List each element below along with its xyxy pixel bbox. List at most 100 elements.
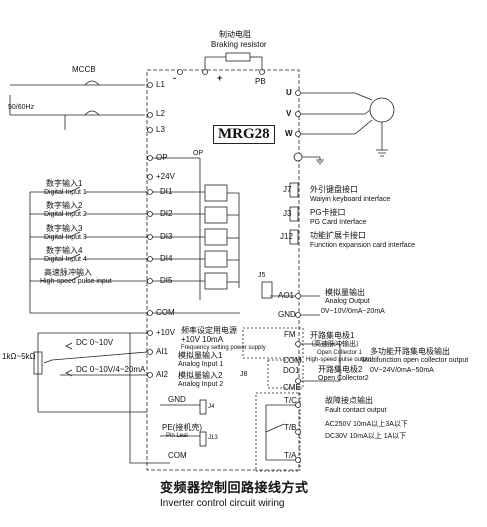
di3-en: Digital Input 3 xyxy=(44,234,87,241)
pe-cn: PE(接机壳) xyxy=(162,423,202,432)
dc-plus: + xyxy=(217,73,223,83)
mccb-switch-1 xyxy=(84,80,100,86)
terminal-ao1: AO1 xyxy=(278,291,295,300)
oc1-en: Open Collector 1 xyxy=(317,350,363,356)
freq-ps-en: Frequency setting power supply xyxy=(181,345,266,351)
terminal-v: V xyxy=(286,109,292,118)
terminal-24v: +24V xyxy=(156,172,175,181)
j12-label: J12 xyxy=(280,232,293,241)
mf-out-cn: 多功能开路集电极输出 xyxy=(370,347,450,356)
terminal-di1: DI1 xyxy=(160,187,173,196)
j13-label: J13 xyxy=(208,435,218,441)
ai1-cn: 模拟量输入1 xyxy=(178,351,223,360)
di4-cn: 数字输入4 xyxy=(46,246,83,255)
brake-label-cn: 制动电阻 xyxy=(219,30,251,39)
terminal-com: COM xyxy=(156,308,175,317)
op-jumper-label: OP xyxy=(193,150,204,157)
di1-en: Digital Input 1 xyxy=(44,189,87,196)
keyboard-if-en: Waiyin keyboard interface xyxy=(310,196,391,203)
terminal-l3: L3 xyxy=(156,125,165,134)
j7-label: J7 xyxy=(283,185,292,194)
terminal-ai1: AI1 xyxy=(156,347,169,356)
keyboard-if-cn: 外引键盘接口 xyxy=(310,185,358,194)
di1-cn: 数字输入1 xyxy=(46,179,83,188)
expansion-if-en: Function expansion card interface xyxy=(310,242,416,249)
terminal-do1: DO1 xyxy=(283,366,300,375)
fault-l1: AC250V 10mA以上3A以下 xyxy=(325,421,408,428)
terminal-di3: DI3 xyxy=(160,232,173,241)
terminal-10v: +10V xyxy=(156,328,175,337)
terminal-di4: DI4 xyxy=(160,254,173,263)
j5-label: J5 xyxy=(258,272,266,279)
terminal-di2: DI2 xyxy=(160,209,173,218)
potentiometer-symbol xyxy=(33,351,43,375)
di2-en: Digital Input 2 xyxy=(44,211,87,218)
terminal-w: W xyxy=(285,129,293,138)
terminal-op: OP xyxy=(156,153,168,162)
gnd-bottom: GND xyxy=(168,395,186,404)
analog-out-range: 0V~10V/0mA~20mA xyxy=(321,308,385,315)
terminal-gnd-ao: GND xyxy=(278,310,296,319)
fault-en: Fault contact output xyxy=(325,407,387,414)
j8-label: J8 xyxy=(240,371,248,378)
caption-en: Inverter control circuit wiring xyxy=(160,498,285,509)
ai1-en: Analog Input 1 xyxy=(178,361,224,368)
caption-cn: 变频器控制回路接线方式 xyxy=(160,480,309,495)
inverter-box xyxy=(146,69,300,471)
expansion-if-cn: 功能扩展卡接口 xyxy=(310,231,366,240)
terminal-di5: DI5 xyxy=(160,276,173,285)
pg-if-en: PG Card Interface xyxy=(310,219,367,226)
oc1-cn: 开路集电极1 xyxy=(310,331,355,340)
fault-cn: 故障接点输出 xyxy=(325,396,373,405)
oc1-en2: High-speed pulse output xyxy=(306,357,372,363)
pe-en: Pin Leal xyxy=(166,433,188,439)
mf-out-en: Multifunction open collector output xyxy=(362,357,469,364)
optocouplers xyxy=(153,184,240,290)
terminal-com-oc: COM xyxy=(283,356,302,365)
terminal-tb: T/B xyxy=(284,423,297,432)
dc2-label: DC 0~10V/4~20mA xyxy=(76,365,146,374)
freq-ps-cn: 频率设定用电源 xyxy=(181,326,237,335)
terminal-cme: CME xyxy=(283,383,301,392)
terminal-ta: T/A xyxy=(284,451,297,460)
ai2-cn: 模拟量输入2 xyxy=(178,371,223,380)
freq-label: 50/60Hz xyxy=(8,104,35,111)
di4-en: Digital Input 4 xyxy=(44,256,87,263)
di3-cn: 数字输入3 xyxy=(46,224,83,233)
mf-out-range: 0V~24V/0mA~50mA xyxy=(370,367,434,374)
terminal-l1: L1 xyxy=(156,80,165,89)
terminal-tc: T/C xyxy=(284,396,297,405)
brake-resistor-symbol xyxy=(225,52,251,62)
terminal-ai2: AI2 xyxy=(156,370,169,379)
dc-pb: PB xyxy=(255,77,266,86)
com-bottom: COM xyxy=(168,451,187,460)
oc2-cn: 开路集电极2 xyxy=(318,365,363,374)
pg-if-cn: PG卡接口 xyxy=(310,208,346,217)
model-label: MRG28 xyxy=(213,125,275,144)
hs-input-en: High-speed pulse input xyxy=(40,278,112,285)
mccb-label: MCCB xyxy=(72,65,96,74)
j4-label: J4 xyxy=(208,404,215,410)
dc-minus: - xyxy=(173,73,176,83)
analog-out-cn: 模拟量输出 xyxy=(325,288,365,297)
brake-label-en: Braking resistor xyxy=(211,40,267,49)
j3-label: J3 xyxy=(283,209,292,218)
dc1-label: DC 0~10V xyxy=(76,338,114,347)
terminal-fm: FM xyxy=(284,330,296,339)
terminal-l2: L2 xyxy=(156,109,165,118)
oc1-cn2: （高速脉冲输出） xyxy=(307,341,363,348)
hs-input-cn: 高速脉冲输入 xyxy=(44,268,92,277)
terminal-u: U xyxy=(286,88,292,97)
di2-cn: 数字输入2 xyxy=(46,201,83,210)
fault-l2: DC30V 10mA以上 1A以下 xyxy=(325,433,407,440)
analog-out-en: Analog Output xyxy=(325,298,370,305)
ai2-en: Analog Input 2 xyxy=(178,381,224,388)
freq-ps-v: +10V 10mA xyxy=(181,335,224,344)
digital-input-wires xyxy=(29,186,147,314)
pot-label: 1kΩ~5kΩ xyxy=(2,352,36,361)
mccb-switch-2 xyxy=(84,110,100,116)
oc2-en: Open Collector2 xyxy=(318,375,369,382)
motor-symbol xyxy=(369,97,395,123)
